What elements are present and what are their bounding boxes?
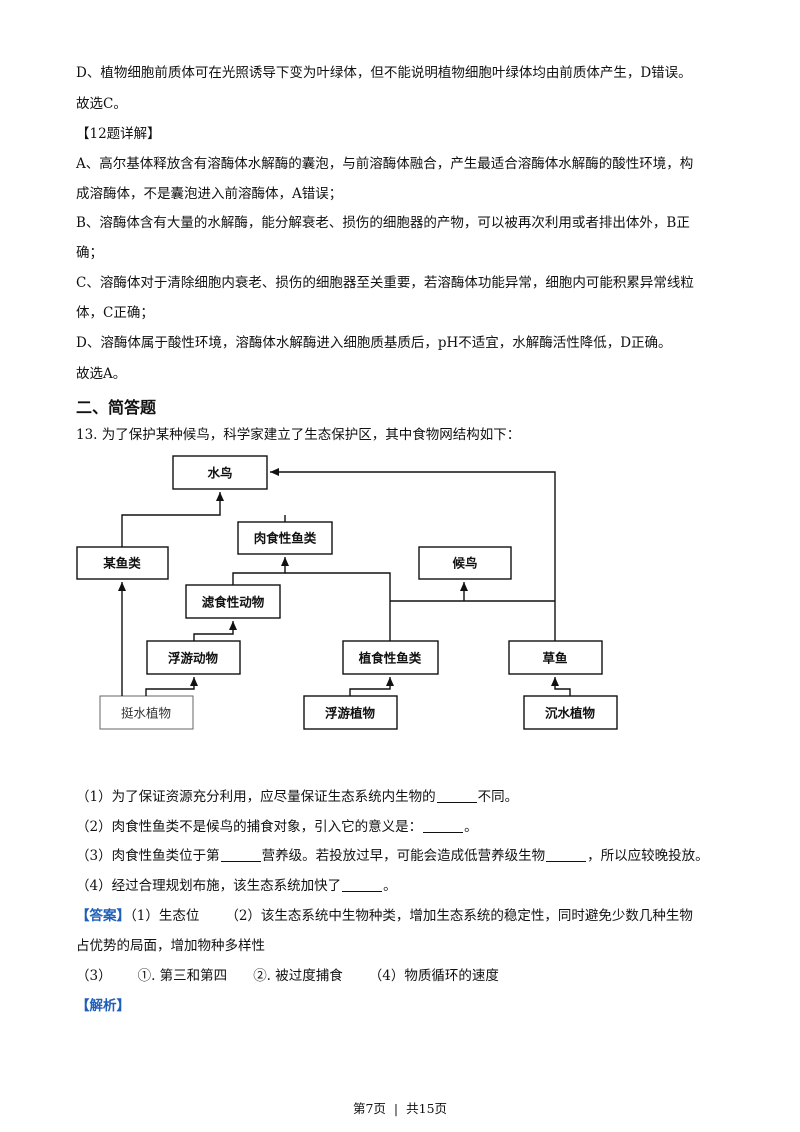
node-label-emergent-plant: 挺水植物 bbox=[121, 706, 171, 721]
edge-grasscarp-waterbird bbox=[270, 468, 556, 641]
answer-line: 占优势的局面，增加物种多样性 bbox=[76, 938, 265, 954]
text-line: 故选C。 bbox=[76, 96, 127, 112]
node-label-submerged-plant: 沉水植物 bbox=[545, 706, 596, 721]
edge-filter-carnivore bbox=[232, 557, 289, 585]
analysis-tag: 【解析】 bbox=[76, 998, 130, 1014]
text-line: A、高尔基体释放含有溶酶体水解酶的囊泡，与前溶酶体融合，产生最适合溶酶体水解酶的… bbox=[76, 156, 694, 172]
node-label-zooplankton: 浮游动物 bbox=[168, 651, 219, 666]
question-intro: 13. 为了保护某种候鸟，科学家建立了生态保护区，其中食物网结构如下： bbox=[76, 427, 521, 443]
node-label-migratory-bird: 候鸟 bbox=[452, 556, 477, 571]
node-box-waterbird bbox=[172, 455, 268, 490]
node-label-carnivorous-fish: 肉食性鱼类 bbox=[254, 531, 317, 546]
text-line: D、植物细胞前质体可在光照诱导下变为叶绿体，但不能说明植物细胞叶绿体均由前质体产… bbox=[76, 65, 692, 81]
text-line: B、溶酶体含有大量的水解酶，能分解衰老、损伤的细胞器的产物，可以被再次利用或者排… bbox=[76, 215, 690, 231]
node-label-phytoplankton: 浮游植物 bbox=[325, 706, 376, 721]
page-footer: 第7页|共15页 bbox=[352, 1101, 448, 1116]
section-heading: 二、简答题 bbox=[76, 398, 157, 417]
text-line: 确； bbox=[76, 245, 103, 261]
sub-question: （2）肉食性鱼类不是候鸟的捕食对象，引入它的意义是：。 bbox=[76, 818, 478, 835]
page-total: 共15页 bbox=[406, 1101, 448, 1116]
edge-emergent-zoo bbox=[145, 677, 198, 696]
text-line: 成溶酶体，不是囊泡进入前溶酶体，A错误； bbox=[76, 186, 343, 202]
page-number: 第7页 bbox=[352, 1101, 386, 1116]
edge-submerged-grasscarp bbox=[551, 677, 571, 696]
answer-blank bbox=[342, 877, 383, 892]
edge-somefish-waterbird bbox=[121, 492, 224, 547]
answer-line: 【答案】（1）生态位（2）该生态系统中生物种类，增加生态系统的稳定性，同时避免少… bbox=[76, 908, 693, 924]
node-label-filter-feeder: 滤食性动物 bbox=[202, 595, 265, 610]
node-label-waterbird: 水鸟 bbox=[207, 466, 232, 481]
text-line: 体，C正确； bbox=[76, 305, 154, 321]
food-web-diagram: 水鸟 肉食性鱼类 某鱼类 候鸟 滤食性动物 浮游动物 植食性鱼类 草鱼 挺水植物… bbox=[76, 455, 618, 730]
node-box-migratory-bird bbox=[418, 546, 512, 580]
node-label-herbivorous-fish: 植食性鱼类 bbox=[358, 651, 422, 666]
sub-question: （4）经过合理规划布施，该生态系统加快了。 bbox=[76, 877, 397, 894]
edge-phyto-herbivore bbox=[349, 677, 394, 696]
text-line: 【12题详解】 bbox=[76, 126, 161, 142]
sub-question: （3）肉食性鱼类位于第营养级。若投放过早，可能会造成低营养级生物，所以应较晚投放… bbox=[76, 847, 709, 864]
text-line: D、溶酶体属于酸性环境，溶酶体水解酶进入细胞质基质后，pH不适宜，水解酶活性降低… bbox=[76, 335, 672, 351]
answer-blank bbox=[423, 818, 464, 833]
edge-zoo-filter bbox=[193, 621, 237, 641]
text-line: 故选A。 bbox=[76, 366, 127, 382]
node-label-grass-carp: 草鱼 bbox=[542, 651, 567, 666]
sub-question: （1）为了保证资源充分利用，应尽量保证生态系统内生物的不同。 bbox=[76, 788, 519, 805]
text-line: C、溶酶体对于清除细胞内衰老、损伤的细胞器至关重要，若溶酶体功能异常，细胞内可能… bbox=[76, 275, 694, 291]
answer-blank bbox=[546, 847, 587, 862]
answer-blank bbox=[220, 847, 261, 862]
node-label-some-fish: 某鱼类 bbox=[103, 556, 141, 571]
answer-tag: 【答案】 bbox=[76, 908, 130, 924]
edge-herbivore-carnivore bbox=[285, 572, 391, 641]
answer-blank bbox=[436, 788, 477, 803]
